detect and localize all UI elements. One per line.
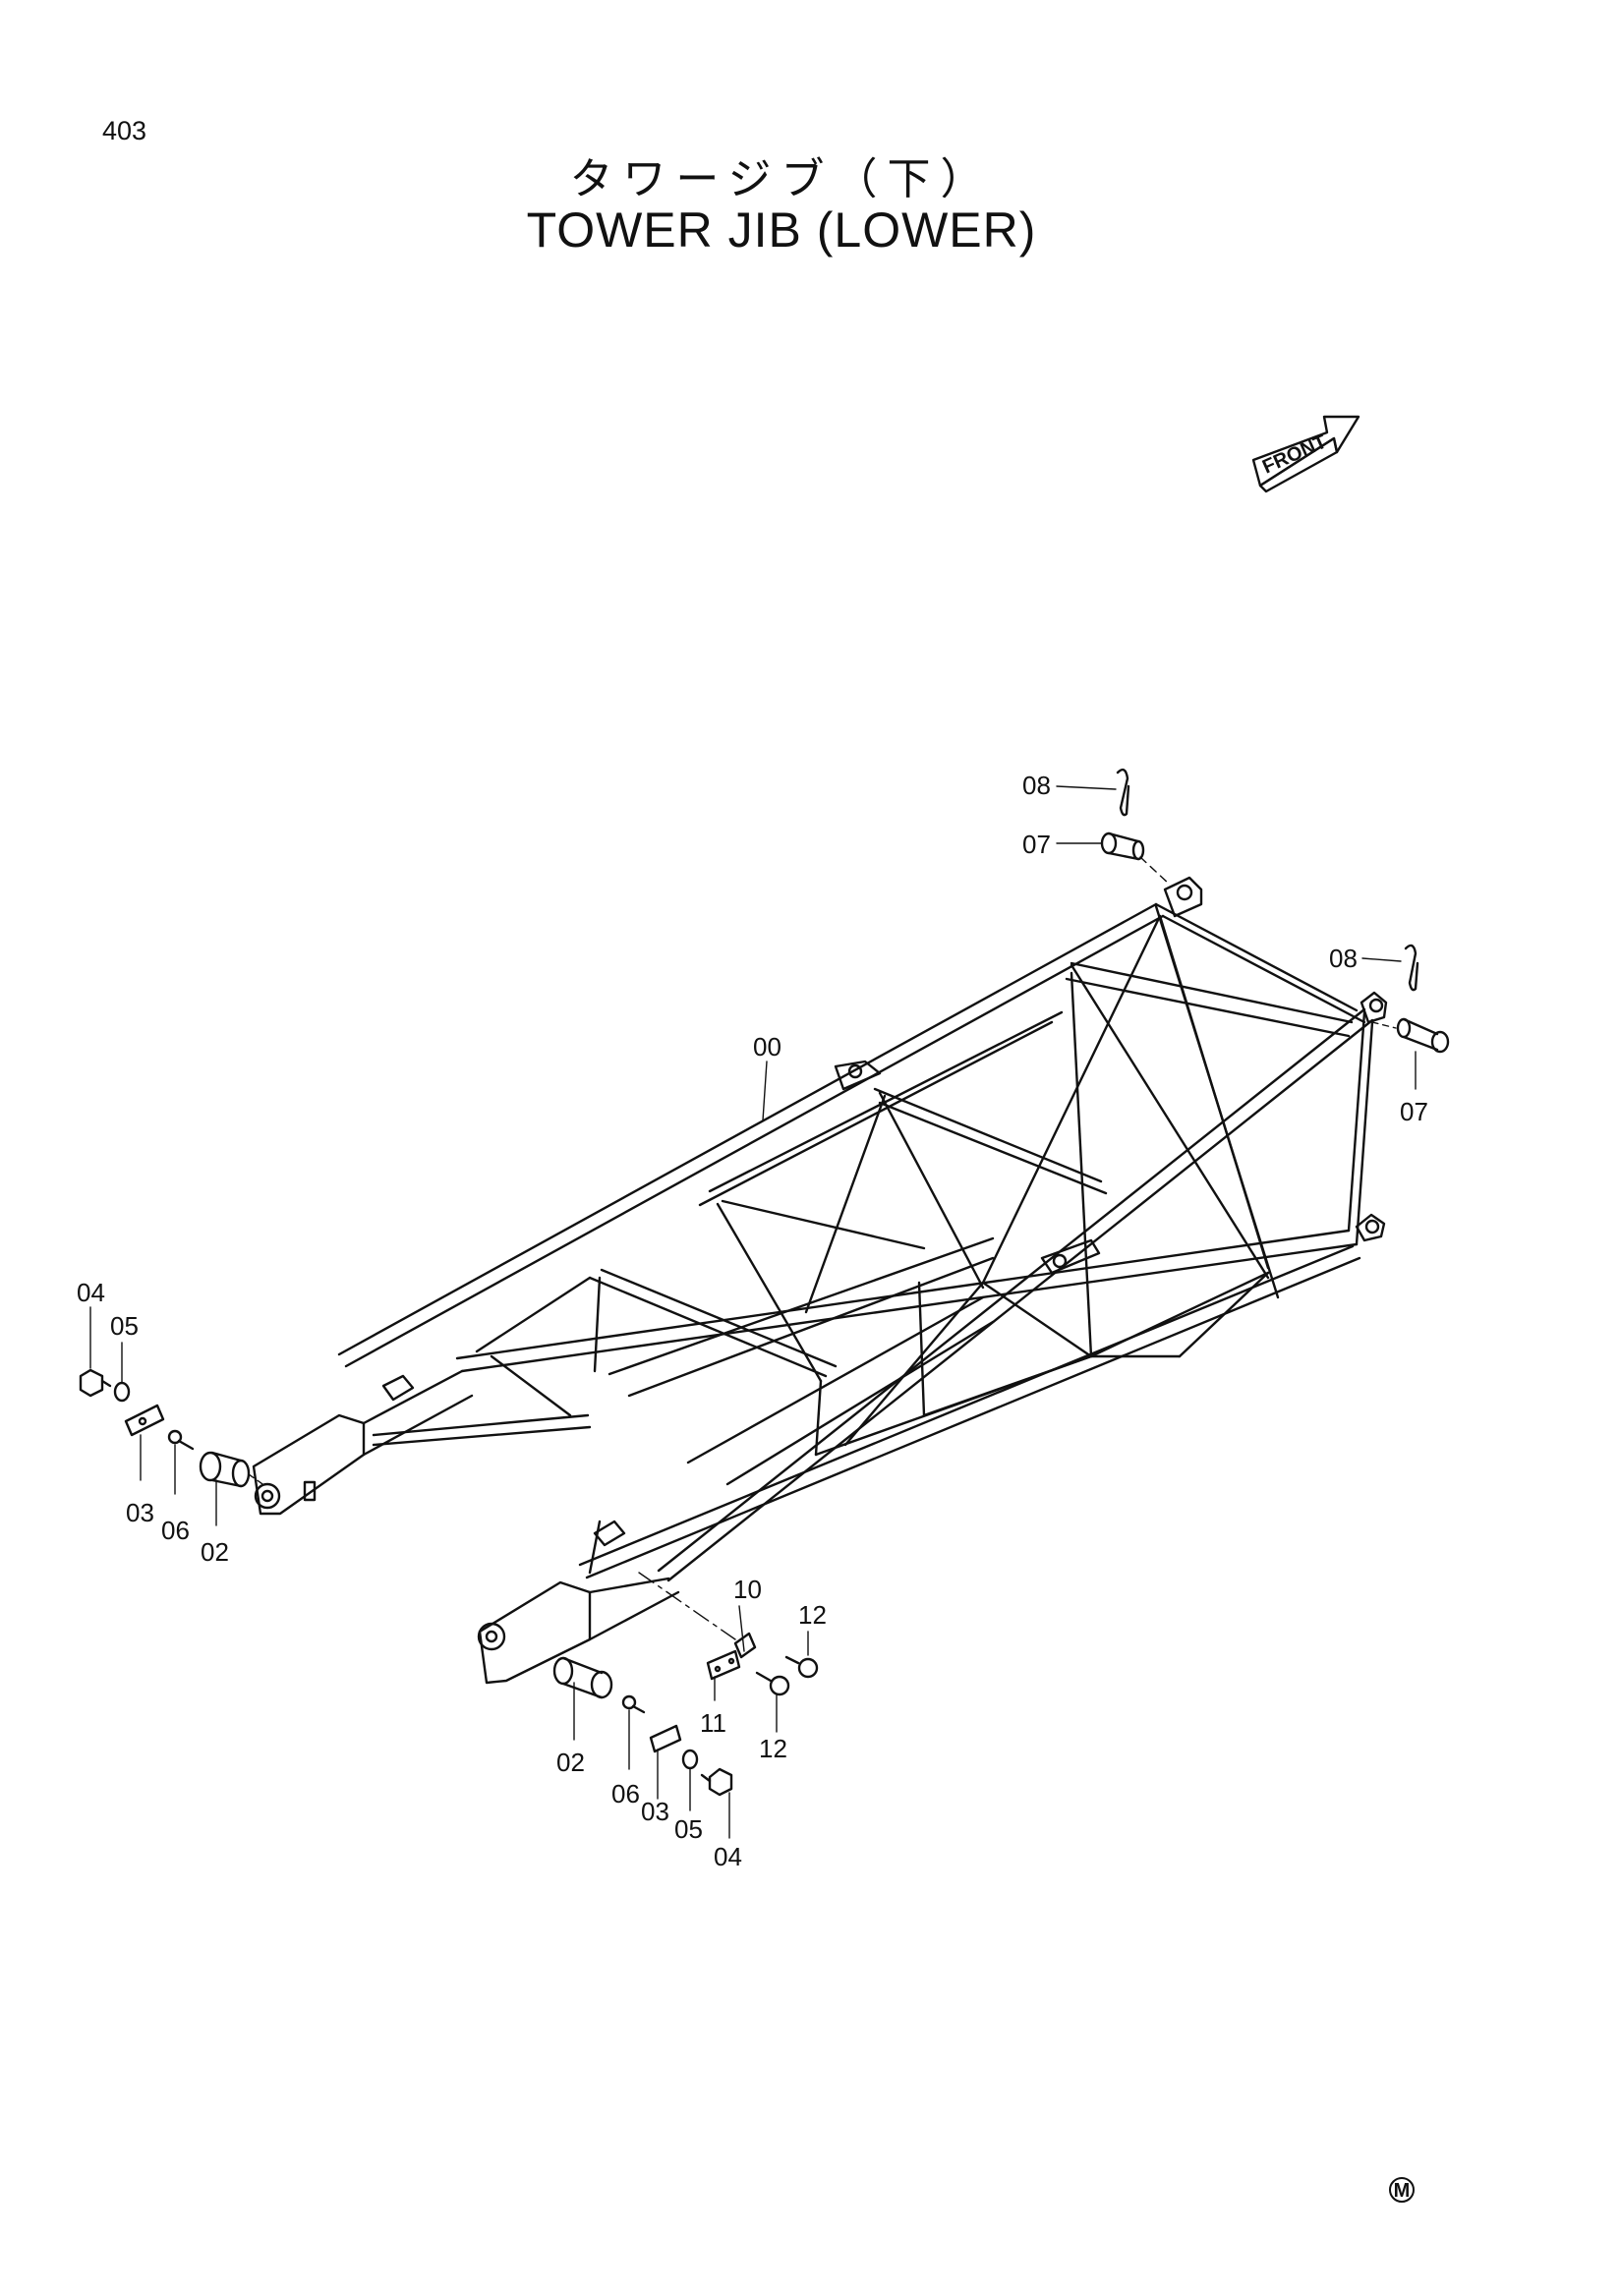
grease-nipple-06-left-icon <box>167 1429 195 1451</box>
callout-02-bottom: 02 <box>556 1748 585 1777</box>
front-arrow-icon <box>1251 415 1360 493</box>
title-japanese: タワージブ（下） <box>569 154 994 204</box>
callout-04-left: 04 <box>77 1278 105 1307</box>
washer-05-bottom-icon <box>681 1749 699 1770</box>
callout-03-left: 03 <box>126 1498 154 1527</box>
title-english: TOWER JIB (LOWER) <box>526 202 1037 258</box>
tower-jib-frame <box>337 902 1374 1582</box>
page-number: 403 <box>102 116 147 145</box>
callout-05-bottom: 05 <box>674 1814 703 1844</box>
callout-08-top: 08 <box>1022 771 1051 800</box>
leader-lines <box>89 785 1417 1839</box>
bolt-04-left-icon <box>79 1368 112 1398</box>
callout-08-right: 08 <box>1329 944 1358 973</box>
callout-07-top: 07 <box>1022 830 1051 859</box>
callout-02-left: 02 <box>201 1537 229 1567</box>
split-pin-08-right-icon <box>1404 944 1419 992</box>
pin-02-bottom-icon <box>552 1656 613 1699</box>
callout-04-bottom: 04 <box>714 1842 742 1871</box>
circled-m-mark-icon: M <box>1389 2177 1415 2203</box>
callout-11: 11 <box>700 1708 726 1738</box>
screw-12-bottom-icon <box>755 1671 790 1696</box>
callout-07-right: 07 <box>1400 1097 1428 1126</box>
pin-07-right-icon <box>1396 1017 1450 1054</box>
callout-00: 00 <box>753 1032 781 1062</box>
front-label: FRONT <box>1259 430 1330 478</box>
washer-05-left-icon <box>113 1381 131 1403</box>
mark-symbol: M <box>1394 2180 1411 2202</box>
callout-03-bottom: 03 <box>641 1797 669 1826</box>
bracket-10-icon <box>733 1632 757 1659</box>
screw-12-top-icon <box>784 1655 819 1679</box>
plate-03-left-icon <box>124 1404 165 1437</box>
pin-07-top-icon <box>1100 832 1145 861</box>
rear-foot-left <box>252 1369 592 1516</box>
pin-02-left-icon <box>199 1451 251 1488</box>
rear-foot-right <box>477 1520 680 1685</box>
callout-06-bottom: 06 <box>611 1779 640 1808</box>
split-pin-08-top-icon <box>1116 768 1130 817</box>
grease-nipple-06-bottom-icon <box>621 1694 646 1714</box>
plate-11-icon <box>706 1649 741 1681</box>
plate-03-bottom-icon <box>649 1724 682 1753</box>
callout-10: 10 <box>733 1575 762 1604</box>
callout-12-top: 12 <box>798 1600 827 1630</box>
front-pin-bracket-right <box>1355 991 1388 1242</box>
callout-05-left: 05 <box>110 1311 139 1341</box>
bolt-04-bottom-icon <box>700 1767 733 1797</box>
callout-12-bottom: 12 <box>759 1734 787 1763</box>
callout-06-left: 06 <box>161 1516 190 1545</box>
front-pin-bracket-top <box>1163 876 1203 918</box>
